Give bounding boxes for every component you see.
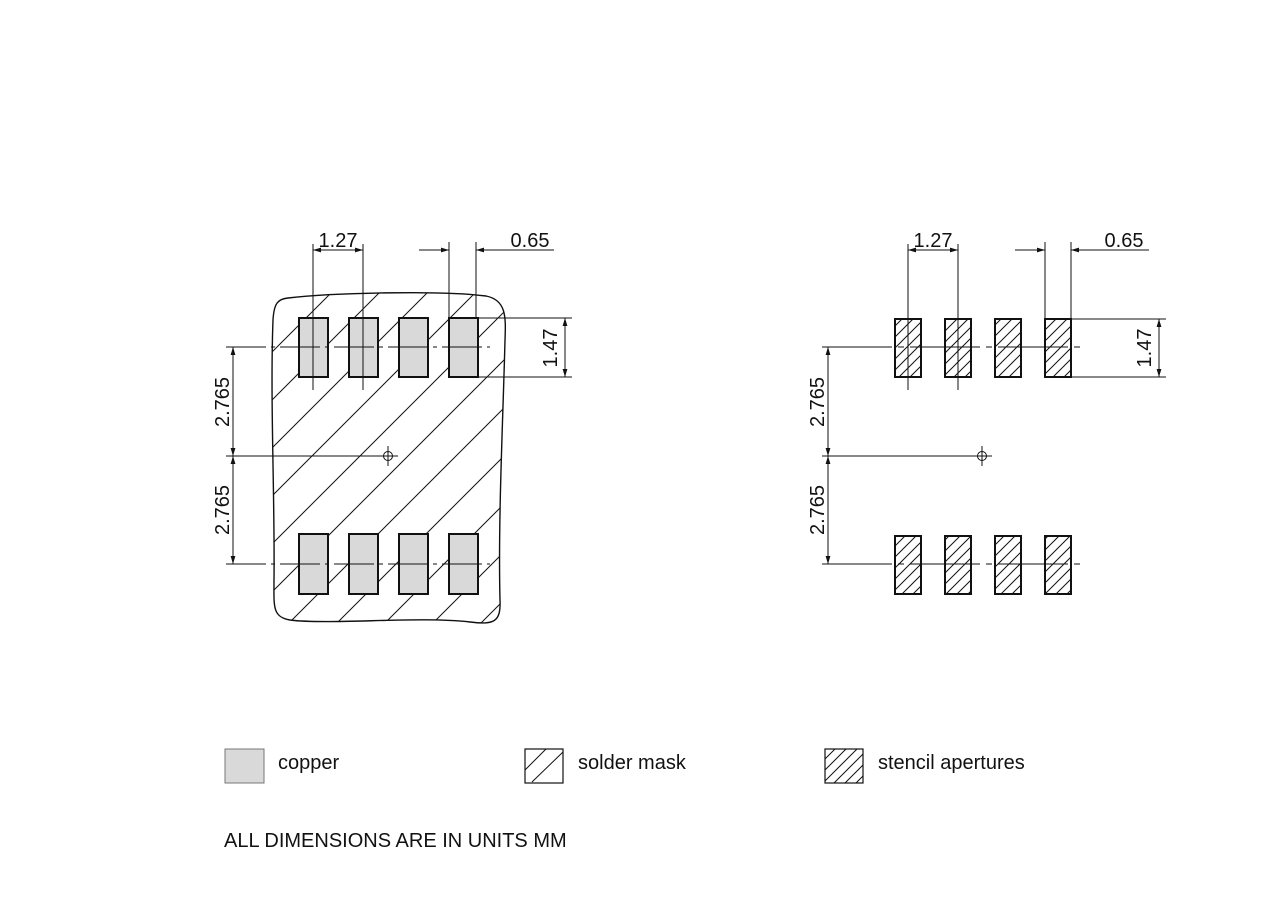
dimension-row-offset-lower-label: 2.765 bbox=[212, 485, 234, 535]
dimension-pad-width: 0.65 bbox=[419, 230, 554, 253]
legend-swatch-solder-mask bbox=[524, 748, 564, 784]
dimension-pad-length: 1.47 bbox=[478, 317, 572, 378]
stencil-apertures-top-row bbox=[894, 318, 1072, 378]
dimension-row-offset-lower: 2.765 bbox=[212, 456, 236, 564]
center-lines-right bbox=[822, 242, 1085, 565]
stencil-aperture bbox=[1044, 535, 1072, 595]
legend-item-stencil: stencil apertures bbox=[824, 748, 1025, 784]
stencil-apertures-bottom-row bbox=[894, 535, 1072, 595]
dimension-pitch: 1.27 bbox=[313, 230, 363, 253]
stencil-aperture bbox=[1044, 318, 1072, 378]
dimension-pad-width-label: 0.65 bbox=[511, 230, 550, 252]
legend-swatch-copper bbox=[224, 748, 265, 784]
legend-label-copper: copper bbox=[278, 752, 339, 774]
dimension-pad-length-right: 1.47 bbox=[1071, 318, 1166, 378]
dimension-row-offset-upper: 2.765 bbox=[212, 347, 236, 456]
dimension-pad-length-right-label: 1.47 bbox=[1134, 329, 1156, 368]
right-view: 1.27 0.65 1.47 2.765 2.765 bbox=[807, 230, 1166, 595]
dimension-pad-width-right-label: 0.65 bbox=[1105, 230, 1144, 252]
legend-item-copper: copper bbox=[224, 748, 339, 784]
stencil-aperture bbox=[994, 535, 1022, 595]
legend-swatch-stencil bbox=[824, 748, 864, 784]
units-note: ALL DIMENSIONS ARE IN UNITS MM bbox=[224, 830, 567, 852]
dimension-pitch-right: 1.27 bbox=[908, 230, 958, 253]
dimension-pad-width-right: 0.65 bbox=[1015, 230, 1149, 253]
dimension-pitch-label: 1.27 bbox=[319, 230, 358, 252]
dimension-row-offset-lower-right-label: 2.765 bbox=[807, 485, 829, 535]
stencil-aperture bbox=[944, 535, 972, 595]
dimension-row-offset-upper-right-label: 2.765 bbox=[807, 377, 829, 427]
dimension-row-offset-upper-right: 2.765 bbox=[807, 347, 831, 456]
dimension-row-offset-upper-label: 2.765 bbox=[212, 377, 234, 427]
dimension-pad-length-label: 1.47 bbox=[540, 329, 562, 368]
dimension-row-offset-lower-right: 2.765 bbox=[807, 456, 831, 564]
origin-marker bbox=[383, 446, 393, 466]
stencil-aperture bbox=[994, 318, 1022, 378]
legend-label-solder-mask: solder mask bbox=[578, 752, 687, 774]
origin-marker-right bbox=[977, 446, 987, 466]
legend-item-solder-mask: solder mask bbox=[524, 748, 687, 784]
stencil-aperture bbox=[894, 535, 922, 595]
center-lines bbox=[226, 242, 490, 565]
left-view: 1.27 0.65 1.47 2.765 2.765 bbox=[212, 230, 572, 624]
legend-label-stencil: stencil apertures bbox=[878, 752, 1025, 774]
dimension-pitch-right-label: 1.27 bbox=[914, 230, 953, 252]
legend: copper solder mask stencil apertures bbox=[224, 748, 1025, 784]
